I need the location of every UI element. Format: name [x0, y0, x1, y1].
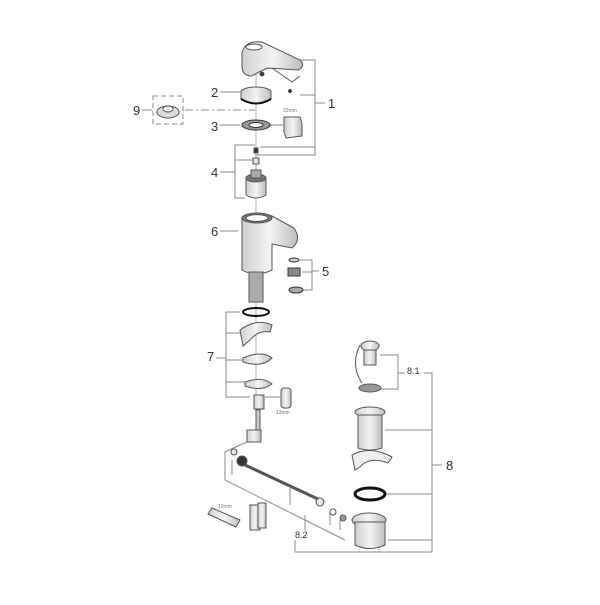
callout-8-1: 8.1: [407, 366, 420, 376]
callout-2: 2: [211, 85, 219, 100]
socket-32mm: [283, 116, 303, 139]
part-8-1-stopper: [355, 340, 382, 393]
callout-3: 3: [211, 119, 219, 134]
tool-size-13mm: 13mm: [276, 410, 290, 416]
callout-6: 6: [211, 224, 219, 239]
part-8-2-linkage: [207, 429, 347, 531]
callout-4: 4: [211, 165, 219, 180]
tool-size-32mm: 32mm: [283, 108, 297, 114]
callout-9: 9: [133, 103, 141, 118]
part-2-cover: [240, 86, 272, 105]
leader-1: [255, 59, 316, 156]
tool-size-10mm: 10mm: [218, 504, 232, 510]
callout-8-2: 8.2: [295, 530, 308, 540]
callout-5: 5: [322, 264, 330, 279]
callout-1: 1: [328, 96, 336, 111]
callout-7: 7: [207, 349, 215, 364]
part-4-cartridge: [245, 147, 267, 199]
part-6-body: [241, 212, 298, 303]
part-3-nut: [241, 119, 271, 131]
part-8-waste: [351, 406, 393, 549]
part-7-fixing: [239, 307, 273, 441]
socket-13mm: [280, 387, 292, 409]
callout-8: 8: [446, 458, 454, 473]
lever-handle: [241, 41, 304, 94]
part-9: [156, 105, 180, 119]
part-5-aerator: [287, 257, 304, 294]
